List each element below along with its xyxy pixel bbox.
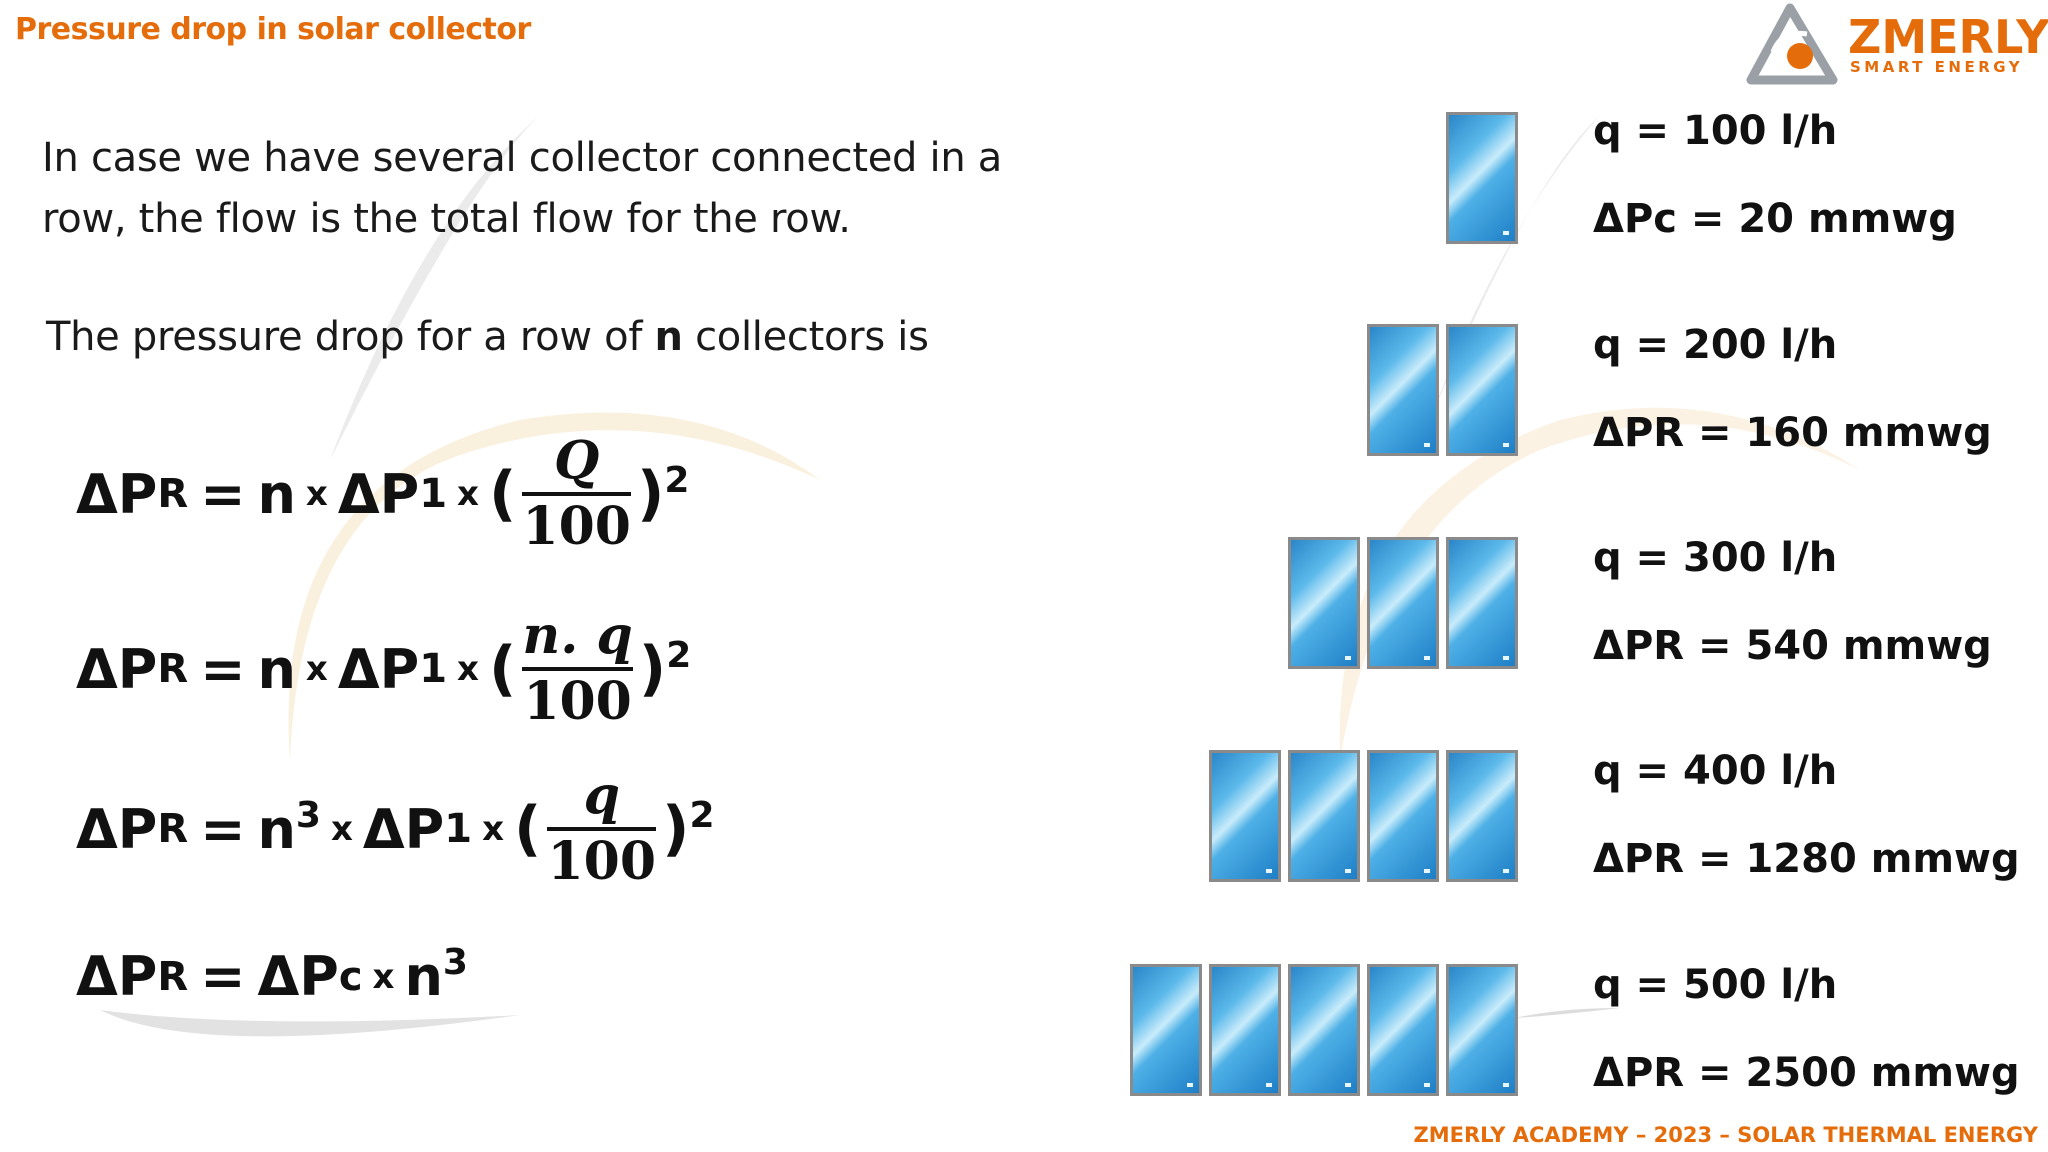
formula-lhs-sub: R — [157, 806, 189, 852]
brand-logo: ZMERLY SMART ENERGY — [1745, 0, 2048, 86]
collector-panel — [1446, 324, 1518, 456]
formula-n: n — [404, 945, 443, 1008]
formula-n: n — [257, 462, 296, 526]
logo-icon — [1746, 3, 1838, 85]
formula-dp: ΔP — [362, 797, 445, 861]
formula-lhs: ΔP — [76, 637, 158, 701]
collector-panel — [1209, 750, 1281, 882]
formula-times: x — [457, 649, 479, 689]
formula-fraction: Q 100 — [522, 430, 631, 558]
collector-panel — [1367, 964, 1439, 1096]
formula-dp-sub: 1 — [444, 806, 473, 852]
formula-n: n — [257, 637, 296, 701]
pressure-drop-label: ΔPR = 540 mmwg — [1593, 623, 1992, 669]
fraction-denominator: 100 — [522, 496, 631, 557]
formula-lhs: ΔP — [76, 462, 158, 526]
formula-lhs: ΔP — [76, 797, 158, 861]
formula-lhs-sub: R — [157, 471, 189, 517]
collector-panel — [1367, 750, 1439, 882]
formula-paren-close: ) — [662, 794, 690, 864]
pressure-drop-label: ΔPc = 20 mmwg — [1593, 196, 1957, 242]
flow-label: q = 500 l/h — [1593, 962, 1838, 1008]
collector-panel — [1446, 750, 1518, 882]
formula-lhs-sub: R — [157, 646, 189, 692]
slide-title: Pressure drop in solar collector — [15, 12, 531, 47]
row-text-before: The pressure drop for a row of — [46, 314, 655, 360]
formula-exponent: 2 — [689, 794, 715, 836]
fraction-numerator: q — [583, 765, 620, 826]
fraction-numerator: Q — [554, 430, 600, 491]
collector-panel — [1130, 964, 1202, 1096]
formula-dpc-sub: c — [338, 953, 363, 1000]
collector-panel — [1446, 112, 1518, 244]
formula-lhs-sub: R — [157, 953, 189, 1000]
formula-times: x — [457, 474, 479, 514]
formula-exponent: 2 — [664, 459, 690, 501]
formula-times: x — [330, 809, 353, 849]
formula-dp: ΔP — [337, 462, 420, 526]
row-text-after: collectors is — [682, 314, 929, 360]
flow-label: q = 200 l/h — [1593, 322, 1838, 368]
flow-label: q = 300 l/h — [1593, 535, 1838, 581]
formula-n-exponent: 3 — [442, 942, 468, 983]
row-text-n: n — [654, 314, 683, 360]
formula-dp-sub: 1 — [419, 471, 448, 517]
collector-panel — [1367, 324, 1439, 456]
formula-dpc: ΔP — [257, 945, 339, 1008]
collector-panel — [1446, 537, 1518, 669]
pressure-drop-label: ΔPR = 2500 mmwg — [1593, 1050, 2020, 1096]
collector-panel — [1446, 964, 1518, 1096]
collector-panel — [1288, 537, 1360, 669]
brand-name: ZMERLY — [1848, 10, 2048, 64]
formula-times: x — [305, 649, 328, 689]
pressure-drop-label: ΔPR = 160 mmwg — [1593, 410, 1992, 456]
brand-tagline: SMART ENERGY — [1850, 58, 2024, 76]
collector-panel — [1288, 964, 1360, 1096]
formula-paren-open: ( — [488, 459, 517, 529]
formula-times: x — [305, 474, 328, 514]
pressure-drop-label: ΔPR = 1280 mmwg — [1593, 836, 2020, 882]
formula-lhs: ΔP — [76, 945, 158, 1008]
collector-panel — [1367, 537, 1439, 669]
formula-n-exponent: 3 — [295, 794, 321, 836]
formula-fraction: q 100 — [547, 765, 657, 893]
flow-label: q = 400 l/h — [1593, 748, 1838, 794]
formula-exponent: 2 — [666, 634, 692, 676]
formula-dp: ΔP — [337, 637, 420, 701]
collector-panel — [1209, 964, 1281, 1096]
flow-label: q = 100 l/h — [1593, 108, 1838, 154]
formula-times: x — [482, 809, 505, 849]
fraction-bar — [547, 827, 657, 831]
formula-paren-close: ) — [636, 459, 665, 529]
footer-text: ZMERLY ACADEMY – 2023 – SOLAR THERMAL EN… — [1413, 1123, 2038, 1147]
intro-text: In case we have several collector connec… — [42, 135, 1003, 242]
formula-fraction: n. q 100 — [522, 605, 633, 733]
formula-paren-close: ) — [638, 634, 667, 704]
formula-dp-sub: 1 — [419, 646, 448, 692]
formula-paren-open: ( — [488, 634, 517, 704]
fraction-bar — [522, 492, 631, 496]
fraction-denominator: 100 — [523, 671, 632, 732]
collector-panel — [1288, 750, 1360, 882]
row-pressure-text: The pressure drop for a row of n collect… — [46, 314, 929, 360]
fraction-bar — [522, 667, 633, 671]
formula-paren-open: ( — [514, 794, 542, 864]
formula-n: n — [257, 797, 296, 861]
formula-times: x — [372, 956, 395, 997]
fraction-numerator: n. q — [522, 605, 633, 666]
fraction-denominator: 100 — [547, 831, 657, 892]
